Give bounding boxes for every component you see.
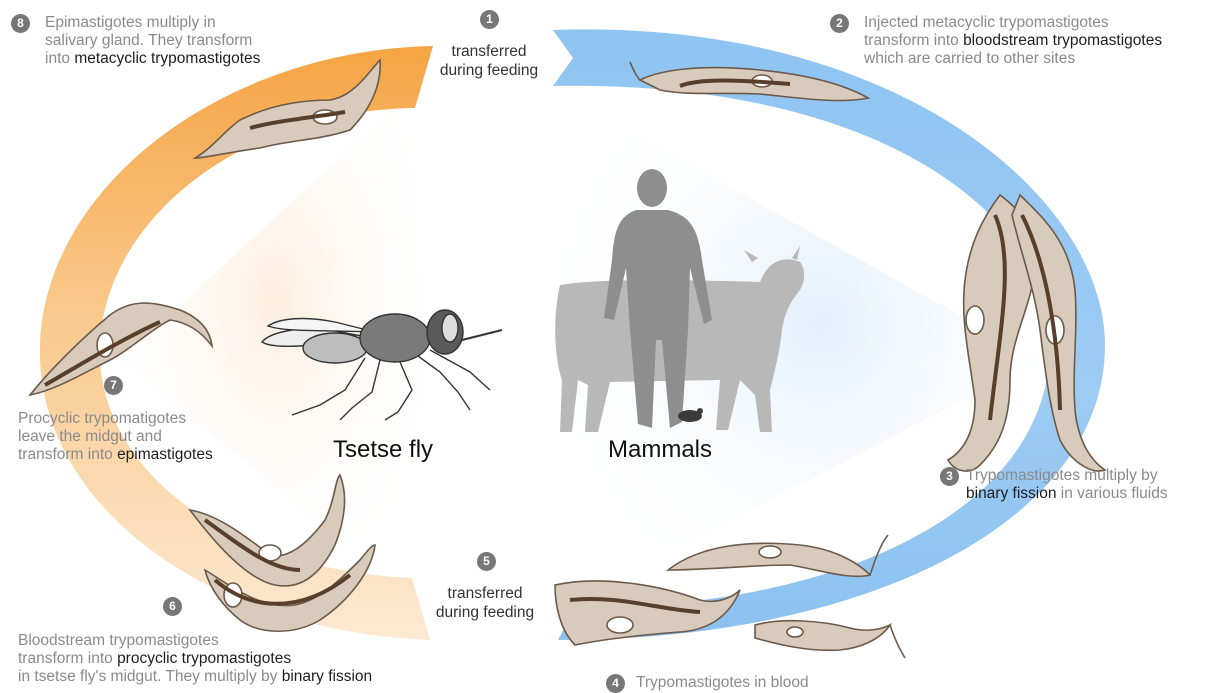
step-6-text: Bloodstream trypomastigotes transform in…	[18, 632, 372, 686]
step-8-text: Epimastigotes multiply in salivary gland…	[45, 14, 260, 68]
tsetse-fly-label: Tsetse fly	[333, 436, 433, 464]
step-8-highlight: metacyclic trypomastigotes	[74, 50, 260, 67]
step-7-text: Procyclic trypomatigotes leave the midgu…	[18, 410, 213, 464]
step-3-line-2b: in various fluids	[1056, 485, 1167, 502]
trypanosome-icon	[755, 621, 905, 658]
trypanosome-icon	[555, 581, 740, 645]
mammals-label: Mammals	[608, 436, 712, 464]
step-8-badge: 8	[11, 14, 30, 33]
step-7-line-1: Procyclic trypomatigotes	[18, 410, 213, 428]
step-1-line-2: during feeding	[432, 61, 546, 80]
step-2-line-1: Injected metacyclic trypomastigotes	[864, 14, 1162, 32]
step-6-highlight: procyclic trypomastigotes	[117, 650, 291, 667]
step-3-text: Trypomastigotes multiply by binary fissi…	[966, 467, 1168, 503]
step-3-highlight: binary fission	[966, 485, 1056, 502]
step-8-line-3a: into	[45, 50, 74, 67]
step-1-text: transferred during feeding	[432, 42, 546, 80]
step-6-line-3a: in tsetse fly's midgut. They multiply by	[18, 668, 282, 685]
step-3-badge: 3	[940, 467, 959, 486]
step-6-badge: 6	[163, 597, 182, 616]
step-2-line-3: which are carried to other sites	[864, 50, 1162, 68]
trypanosome-icon	[190, 475, 345, 586]
step-5-line-2: during feeding	[428, 603, 542, 622]
step-3-line-1: Trypomastigotes multiply by	[966, 467, 1168, 485]
step-2-badge: 2	[830, 14, 849, 33]
step-5-badge: 5	[477, 552, 496, 571]
step-7-line-3a: transform into	[18, 446, 117, 463]
step-6-highlight-2: binary fission	[282, 668, 372, 685]
step-7-badge: 7	[104, 376, 123, 395]
step-7-line-2: leave the midgut and	[18, 428, 213, 446]
step-5-line-1: transferred	[428, 584, 542, 603]
trypanosome-icon	[630, 62, 868, 101]
trypanosome-icon	[668, 535, 888, 576]
step-1-line-1: transferred	[432, 42, 546, 61]
step-6-line-2a: transform into	[18, 650, 117, 667]
step-8-line-1: Epimastigotes multiply in	[45, 14, 260, 32]
step-8-line-2: salivary gland. They transform	[45, 32, 260, 50]
trypanosome-icon	[1012, 195, 1105, 471]
step-2-text: Injected metacyclic trypomastigotes tran…	[864, 14, 1162, 68]
step-4-badge: 4	[606, 674, 625, 693]
trypanosome-icon	[195, 60, 380, 158]
step-1-badge: 1	[480, 10, 499, 29]
step-7-highlight: epimastigotes	[117, 446, 213, 463]
step-2-highlight: bloodstream trypomastigotes	[963, 32, 1162, 49]
step-4-text: Trypomastigotes in blood	[636, 674, 809, 692]
step-2-line-2a: transform into	[864, 32, 963, 49]
step-6-line-1: Bloodstream trypomastigotes	[18, 632, 372, 650]
step-5-text: transferred during feeding	[428, 584, 542, 622]
